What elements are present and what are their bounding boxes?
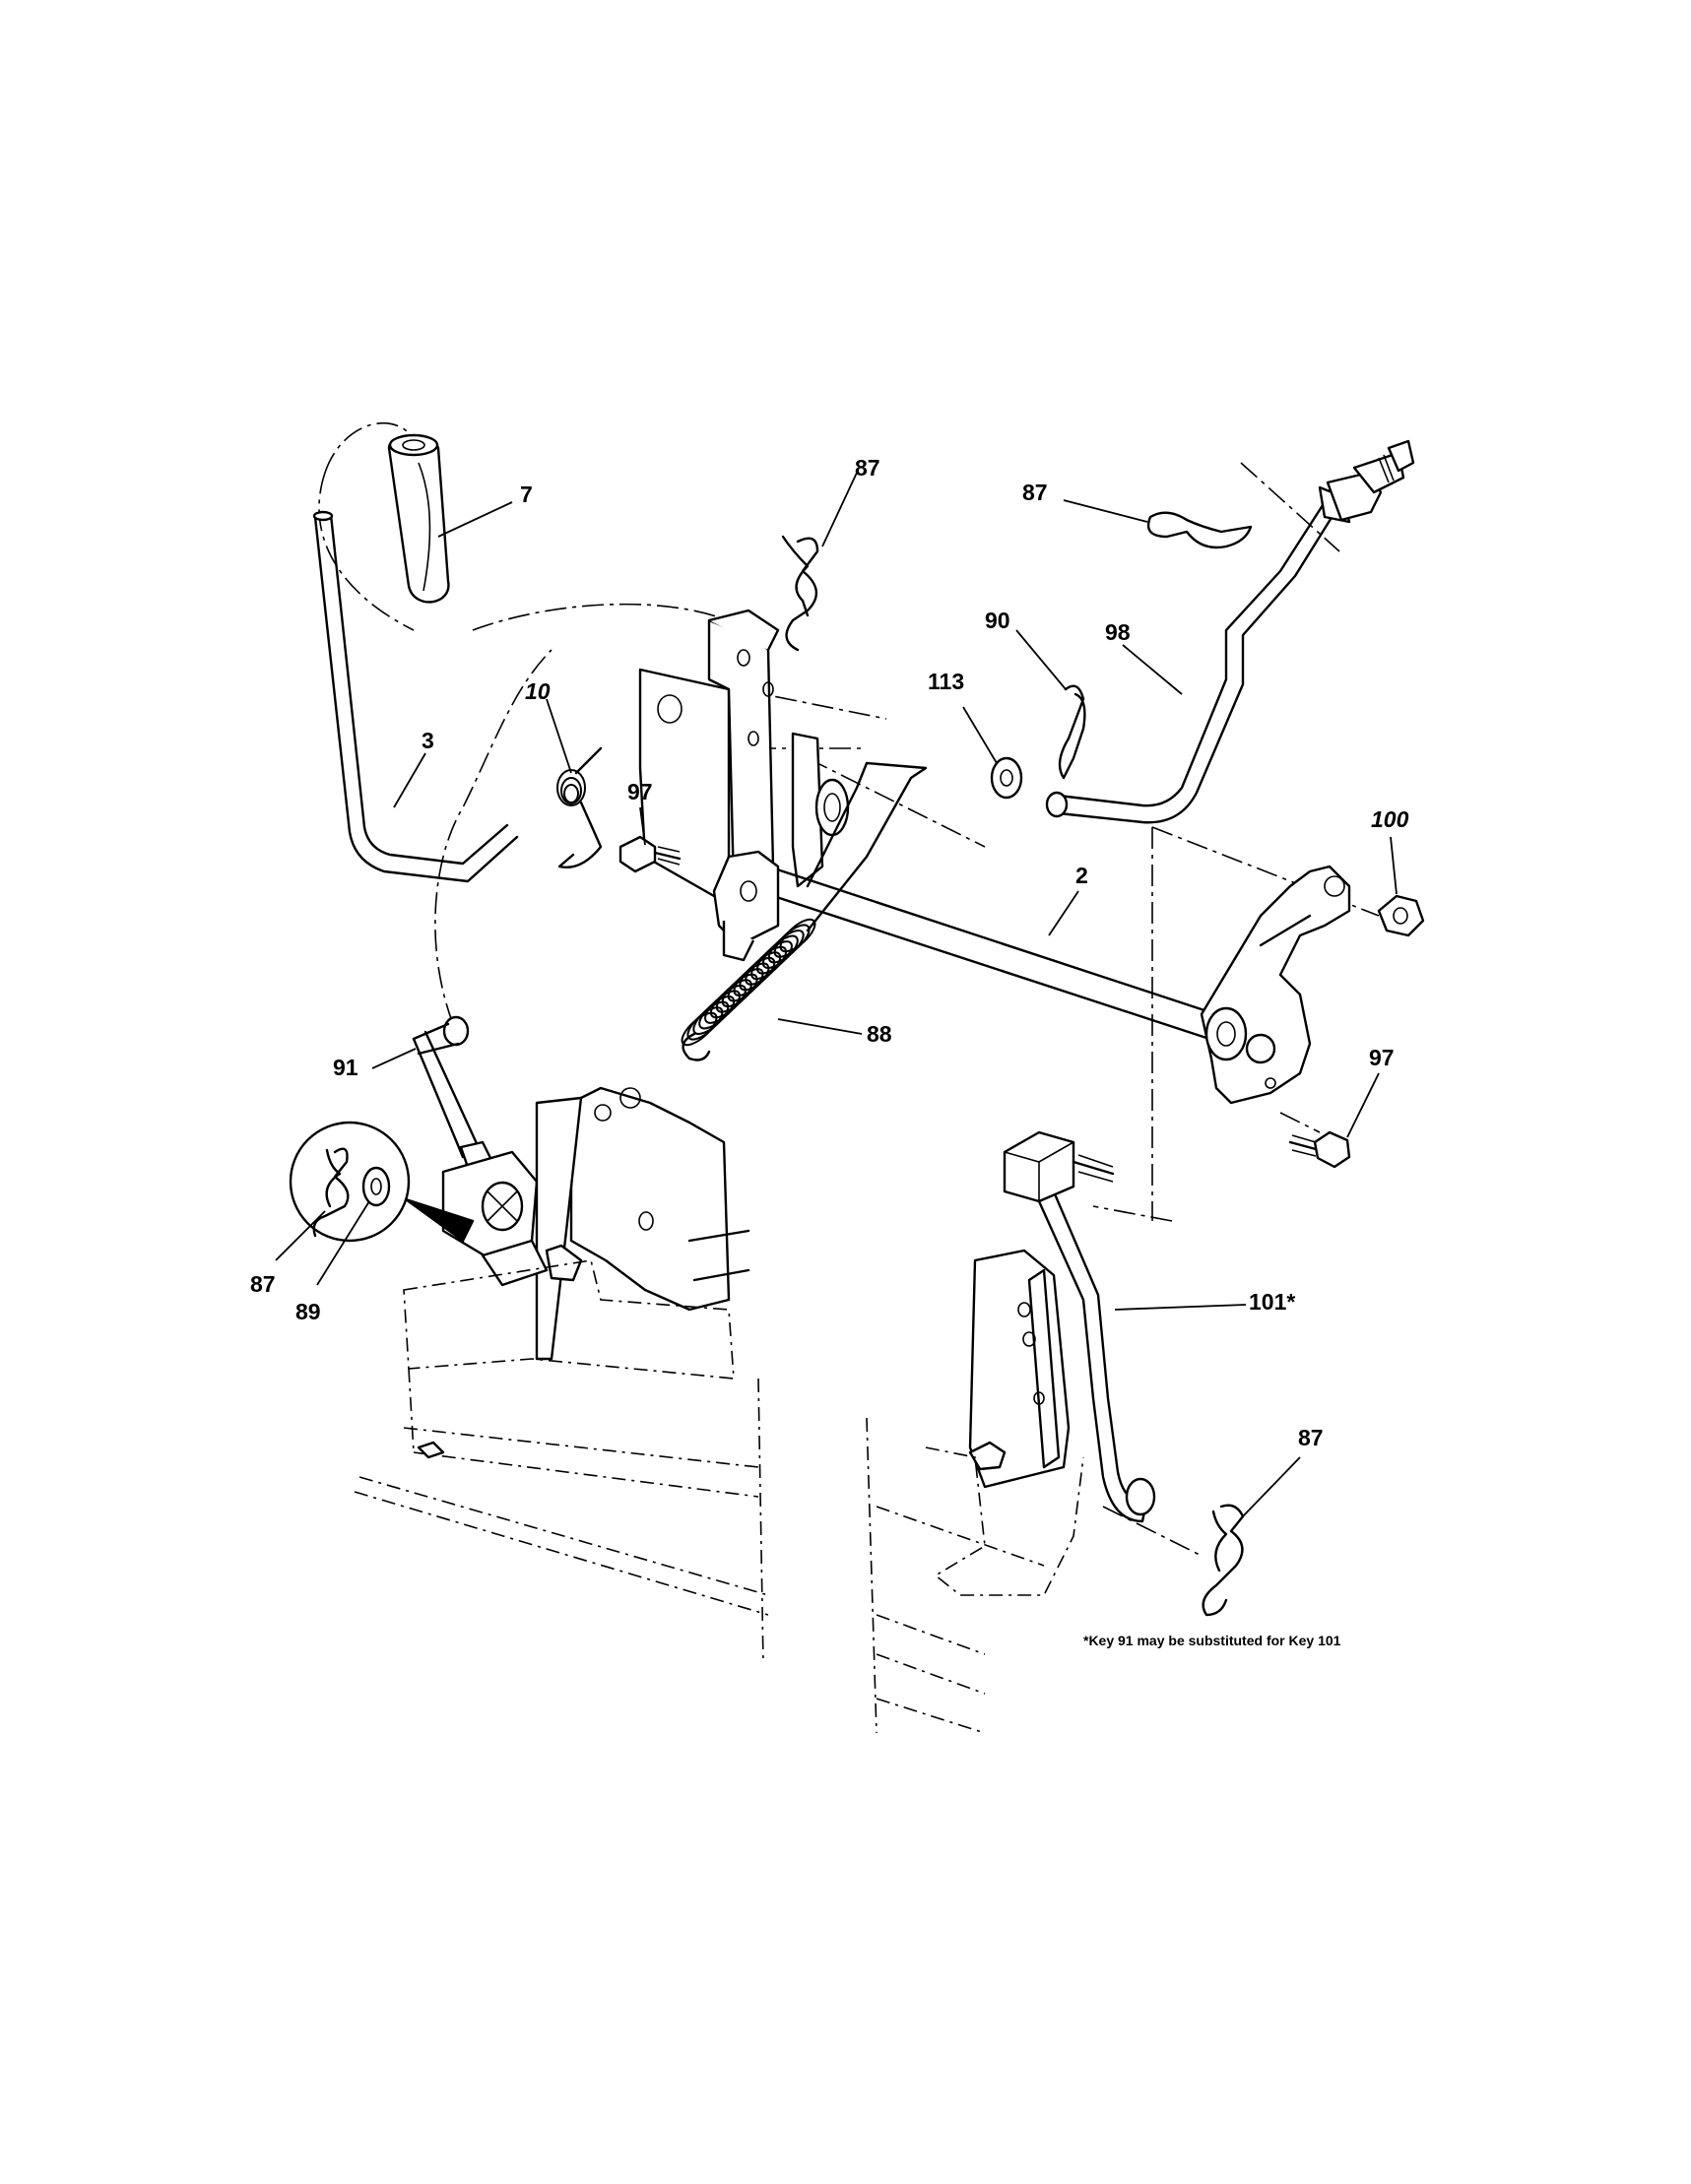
spring-coil (750, 945, 788, 981)
spring-coil (733, 962, 770, 996)
lift-link-91-part (412, 1015, 499, 1184)
callout-88: 88 (867, 1021, 892, 1047)
callout-3: 3 (422, 728, 434, 753)
callout-7: 7 (520, 482, 533, 507)
lift-bracket-part (638, 609, 850, 898)
hairpin-87-top-part (781, 535, 819, 652)
callout-89: 89 (295, 1299, 321, 1324)
hairpin-87-right-part (1146, 511, 1253, 549)
extension-spring-part (681, 761, 928, 1061)
callout-97-upper: 97 (627, 779, 653, 804)
lift-shaft-part (712, 850, 1218, 1041)
spring-coil (704, 990, 741, 1024)
nut-100-part (1377, 894, 1425, 937)
spring-coil (779, 918, 816, 953)
callout-98: 98 (1105, 619, 1131, 645)
left-deck-bracket-part (441, 1086, 731, 1361)
lift-link-101-part (1003, 1130, 1156, 1523)
torsion-spring-part (556, 746, 603, 868)
callout-87-top: 87 (855, 455, 880, 481)
right-deck-bracket-part (968, 1249, 1071, 1489)
callout-90: 90 (985, 608, 1010, 633)
callout-113: 113 (928, 669, 964, 694)
spring-coil (715, 979, 752, 1013)
callout-87-lower-right: 87 (1298, 1425, 1324, 1450)
hairpin-87-lower-right-part (1202, 1504, 1245, 1617)
spring-coil (761, 934, 799, 969)
spring-coil (692, 1000, 730, 1035)
leader-lines (275, 472, 1398, 1517)
left-deck-part (354, 1229, 769, 1665)
callout-100: 100 (1371, 806, 1409, 832)
adjustment-rod-part (1045, 439, 1415, 824)
bolt-97-upper-part (618, 835, 682, 873)
callout-91: 91 (333, 1055, 358, 1080)
spring-coil (686, 1006, 724, 1041)
right-deck-part (866, 1417, 1084, 1734)
spring-coil (721, 973, 758, 1008)
spring-coil (727, 968, 764, 1002)
callout-2: 2 (1075, 863, 1088, 888)
callout-10: 10 (525, 678, 551, 704)
lift-handle-rod-part (312, 510, 519, 883)
spring-coil (698, 996, 736, 1030)
spring-coil (709, 984, 747, 1019)
callout-87-right: 87 (1022, 480, 1048, 505)
callout-labels: 7 87 87 3 10 97 90 98 113 100 2 88 91 97… (250, 455, 1409, 1648)
callout-87-detail: 87 (250, 1271, 276, 1297)
callout-101: 101* (1249, 1289, 1295, 1315)
bolt-97-lower-part (1288, 1130, 1351, 1169)
hairpin-90-part (1058, 684, 1086, 780)
washer-113-part (990, 756, 1023, 800)
right-lift-arm-part (1200, 865, 1351, 1105)
spring-coil (756, 940, 793, 975)
footnote: *Key 91 may be substituted for Key 101 (1083, 1633, 1341, 1648)
handle-grip-part (387, 433, 450, 604)
spring-coil (767, 930, 805, 964)
callout-97-lower: 97 (1369, 1045, 1395, 1070)
detail-circle-part (289, 1121, 475, 1243)
